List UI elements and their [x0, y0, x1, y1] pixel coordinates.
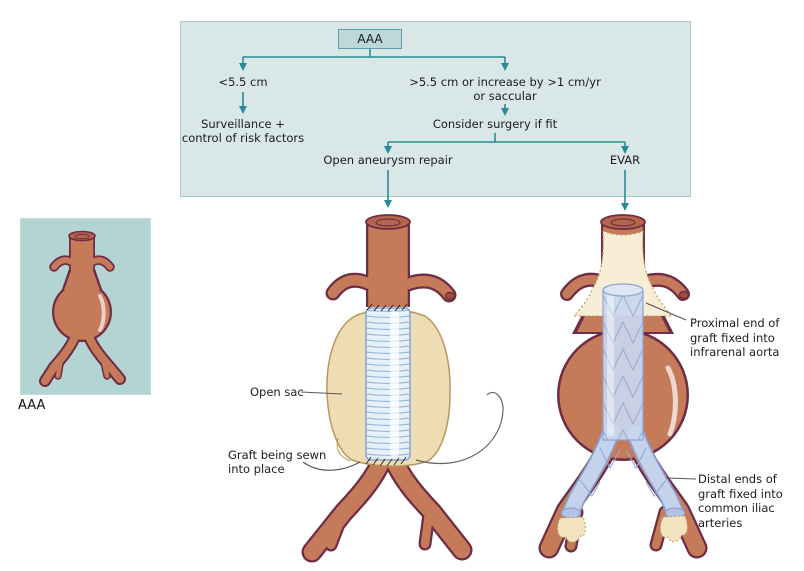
stent-limb-wires — [579, 447, 667, 497]
criterion-large-line1: >5.5 cm or increase by >1 cm/yr — [409, 75, 601, 89]
open-repair-artery-fill — [303, 222, 471, 561]
inset-caption: AAA — [18, 398, 46, 413]
annotation-pointers — [300, 302, 697, 480]
option-evar: EVAR — [609, 153, 641, 167]
sac-fold-line — [336, 437, 351, 462]
iliac-cutaway-right — [659, 515, 688, 543]
label-distal-line3: common iliac — [698, 501, 775, 515]
open-sac-shape — [326, 308, 451, 467]
label-graft-sewn-line2: into place — [228, 462, 285, 476]
outcome-surveillance-line2: control of risk factors — [181, 131, 305, 145]
iliac-cutaway-left — [557, 516, 586, 543]
criterion-large: >5.5 cm or increase by >1 cm/yr or saccu… — [374, 75, 636, 103]
evar-illustration — [538, 214, 708, 559]
outcome-surveillance-line1: Surveillance + — [201, 117, 285, 131]
criterion-large-line2: or saccular — [473, 89, 537, 103]
outcome-surveillance: Surveillance + control of risk factors — [153, 117, 333, 145]
stent-graft — [560, 283, 686, 521]
label-proximal-fixation: Proximal end of graft fixed into infrare… — [690, 316, 779, 360]
pointer-distal — [665, 477, 697, 480]
label-proximal-line1: Proximal end of — [690, 316, 780, 330]
option-open-repair: Open aneurysm repair — [323, 153, 453, 167]
tube-graft — [365, 307, 411, 461]
aaa-inset-panel — [20, 218, 151, 395]
aorta-interior-cutaway — [572, 230, 674, 317]
label-graft-sewn-line1: Graft being sewn — [228, 448, 327, 462]
aneurysm-highlight — [665, 365, 678, 437]
criterion-small: <5.5 cm — [218, 75, 268, 89]
open-repair-artery-outline — [301, 222, 473, 563]
label-graft-sewn: Graft being sewn into place — [228, 448, 326, 476]
label-distal-fixation: Distal ends of graft fixed into common i… — [698, 472, 783, 530]
outcome-consider-surgery: Consider surgery if fit — [432, 117, 558, 131]
pointer-open-sac — [300, 391, 343, 395]
label-proximal-line3: infrarenal aorta — [690, 345, 780, 359]
stent-distal-end-left — [560, 507, 582, 519]
label-proximal-line2: graft fixed into — [690, 330, 775, 345]
stent-distal-end-right — [664, 507, 686, 519]
evar-aorta-top-opening — [600, 214, 646, 230]
flowchart-node-aaa-label: AAA — [357, 32, 383, 46]
evar-artery-fill — [540, 222, 706, 557]
label-open-sac: Open sac — [250, 385, 304, 399]
open-repair-illustration — [301, 214, 504, 563]
evar-renal-open-end — [678, 290, 690, 300]
graft-highlight — [390, 311, 399, 457]
flowchart-node-aaa: AAA — [338, 29, 402, 49]
stent-proximal-end — [602, 283, 644, 297]
label-distal-line4: arteries — [698, 515, 743, 530]
label-distal-line2: graft fixed into — [698, 486, 783, 501]
proximal-anastomosis-stitches — [366, 303, 408, 312]
pointer-proximal — [645, 302, 687, 321]
evar-artery-outline — [538, 222, 708, 559]
label-distal-line1: Distal ends of — [698, 472, 777, 486]
aorta-top-opening — [365, 214, 411, 230]
flowchart-panel — [180, 21, 691, 197]
distal-anastomosis-stitches — [365, 456, 407, 467]
suture-thread — [415, 391, 504, 465]
renal-artery-open-end — [444, 291, 456, 301]
